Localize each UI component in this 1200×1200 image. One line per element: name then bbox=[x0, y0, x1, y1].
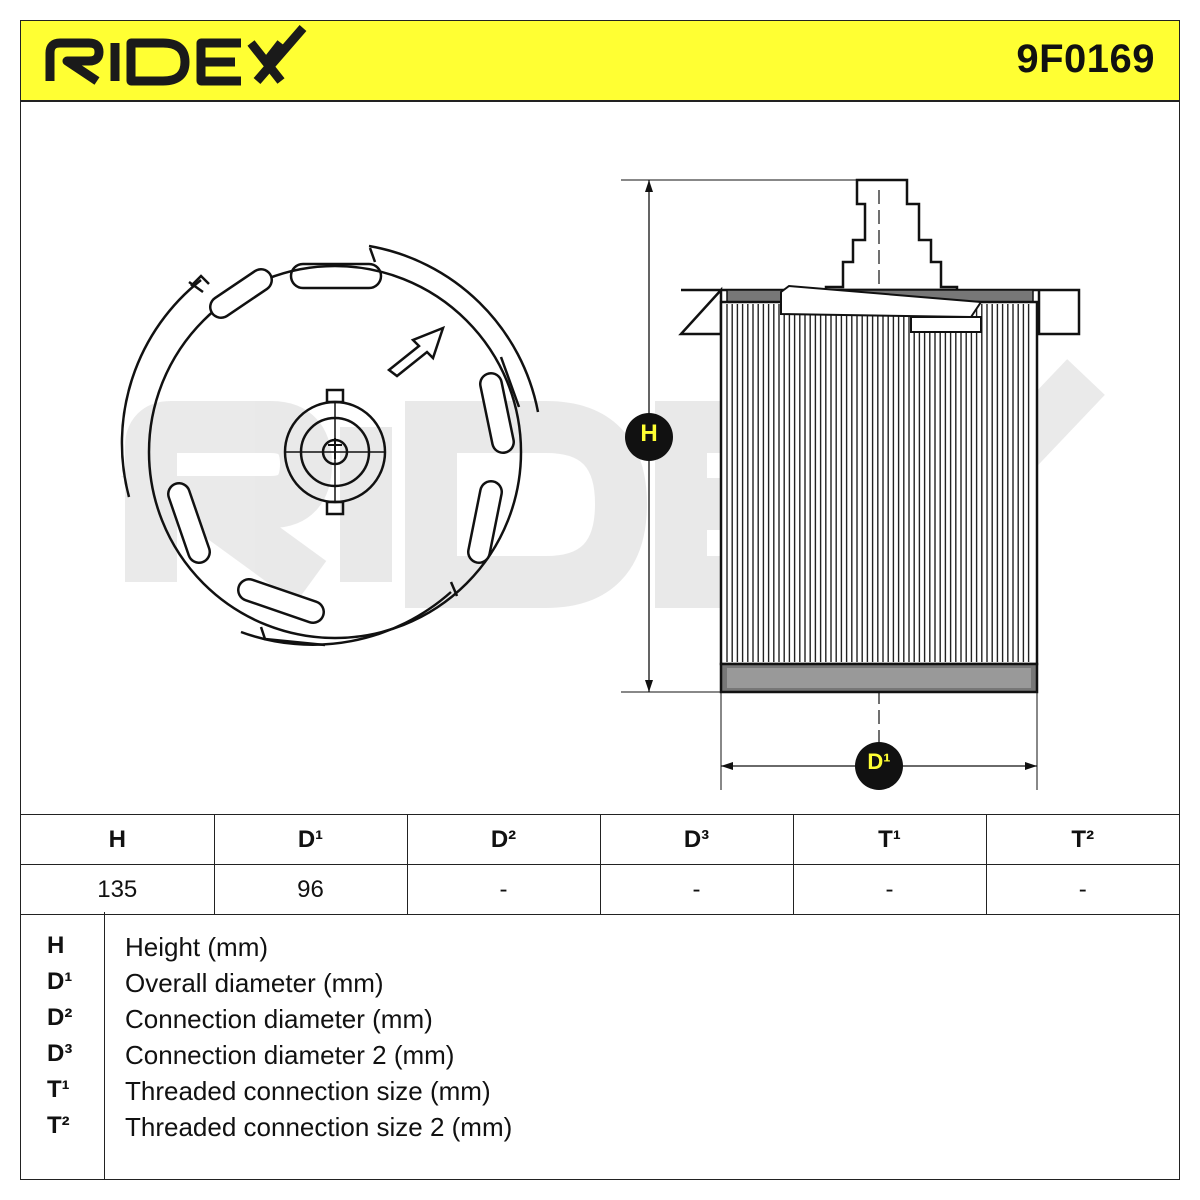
legend-item: H Height (mm) bbox=[21, 932, 1179, 968]
table-cell: - bbox=[985, 864, 1179, 915]
legend-symbol: D² bbox=[47, 1004, 73, 1031]
legend-item: D³ Connection diameter 2 (mm) bbox=[21, 1040, 1179, 1076]
filter-top-view bbox=[120, 244, 540, 647]
legend-symbol: D¹ bbox=[47, 968, 73, 995]
height-marker: H bbox=[640, 420, 658, 447]
table-cell: 96 bbox=[213, 864, 408, 915]
table-header: D³ bbox=[599, 814, 794, 865]
table-header: D² bbox=[406, 814, 601, 865]
legend-description: Connection diameter 2 (mm) bbox=[125, 1040, 455, 1070]
legend-item: T² Threaded connection size 2 (mm) bbox=[21, 1112, 1179, 1148]
table-header: H bbox=[21, 814, 215, 865]
legend-description: Threaded connection size 2 (mm) bbox=[125, 1112, 513, 1142]
legend: H Height (mm) D¹ Overall diameter (mm) D… bbox=[21, 912, 1179, 1179]
legend-description: Height (mm) bbox=[125, 932, 269, 962]
ridex-logo bbox=[45, 23, 315, 93]
filter-side-view bbox=[621, 178, 1081, 790]
legend-description: Overall diameter (mm) bbox=[125, 968, 384, 998]
technical-drawing: H D¹ bbox=[21, 102, 1179, 814]
dimensions-table: H D¹ D² D³ T¹ T² 135 96 - - - - bbox=[21, 814, 1179, 915]
table-header: T¹ bbox=[792, 814, 987, 865]
legend-item: T¹ Threaded connection size (mm) bbox=[21, 1076, 1179, 1112]
legend-description: Connection diameter (mm) bbox=[125, 1004, 433, 1034]
legend-item: D¹ Overall diameter (mm) bbox=[21, 968, 1179, 1004]
legend-symbol: T¹ bbox=[47, 1076, 70, 1103]
table-cell: - bbox=[792, 864, 987, 915]
legend-description: Threaded connection size (mm) bbox=[125, 1076, 491, 1106]
table-row: 135 96 - - - - bbox=[21, 864, 1179, 915]
legend-symbol: D³ bbox=[47, 1040, 73, 1067]
legend-item: D² Connection diameter (mm) bbox=[21, 1004, 1179, 1040]
legend-symbol: H bbox=[47, 932, 65, 959]
product-sheet: 9F0169 bbox=[20, 20, 1180, 1180]
table-header-row: H D¹ D² D³ T¹ T² bbox=[21, 814, 1179, 865]
table-cell: - bbox=[406, 864, 601, 915]
table-header: T² bbox=[985, 814, 1179, 865]
legend-divider bbox=[104, 912, 105, 1179]
header-bar: 9F0169 bbox=[21, 21, 1179, 102]
diameter-marker: D¹ bbox=[867, 749, 891, 774]
table-cell: 135 bbox=[21, 864, 215, 915]
part-number: 9F0169 bbox=[1016, 37, 1155, 81]
table-header: D¹ bbox=[213, 814, 408, 865]
legend-symbol: T² bbox=[47, 1112, 70, 1139]
table-cell: - bbox=[599, 864, 794, 915]
